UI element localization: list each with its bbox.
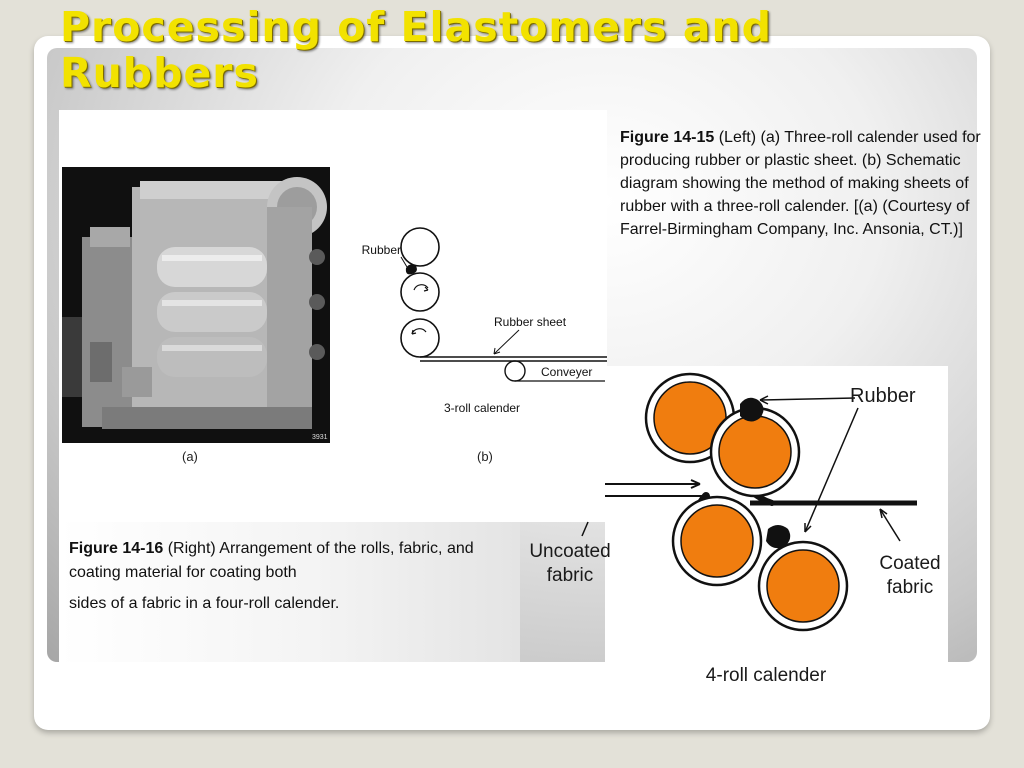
- three-roll-schematic: Rubber Rubber sheet Conveyer 3-roll cale…: [362, 227, 607, 415]
- figure-label-b: (b): [477, 449, 493, 464]
- figure-14-16-ref: Figure 14-16: [69, 540, 164, 557]
- title-line-1: Processing of Elastomers and: [60, 3, 773, 51]
- four-roll-calender-diagram: Rubber Uncoated fabric Coated fabric 4-r…: [520, 366, 948, 696]
- figure-14-15-panel: 3931 (a) (b) Rubber Rubber sheet Conveye…: [59, 110, 607, 522]
- rubber-blob-top: [740, 397, 764, 422]
- coated-line-2: fabric: [886, 577, 934, 598]
- schematic-caption: 3-roll calender: [444, 401, 520, 415]
- four-roll-caption: 4-roll calender: [705, 665, 827, 686]
- figure-label-a: (a): [182, 449, 198, 464]
- uncoated-line-2: fabric: [546, 565, 594, 586]
- schematic-rubber-sheet-label: Rubber sheet: [494, 315, 567, 329]
- figure-14-15-text: (Left) (a) Three-roll calender used for …: [620, 129, 981, 238]
- photo-stamp: 3931: [312, 434, 328, 441]
- figure-14-15-caption: Figure 14-15 (Left) (a) Three-roll calen…: [620, 126, 982, 241]
- figure-14-16-text-cont: sides of a fabric in a four-roll calende…: [69, 595, 340, 612]
- rubber-blob-bottom: [766, 525, 791, 549]
- coated-line-1: Coated: [879, 553, 941, 574]
- schematic-rubber-label: Rubber: [362, 243, 401, 257]
- figure-14-16-text: (Right) Arrangement of the rolls, fabric…: [69, 540, 474, 581]
- figure-14-16-caption: Figure 14-16 (Right) Arrangement of the …: [69, 537, 489, 616]
- uncoated-fabric-label: Uncoated fabric: [520, 540, 620, 588]
- four-roll-drawing: [581, 372, 917, 632]
- title-line-2: Rubbers: [60, 49, 259, 97]
- uncoated-line-1: Uncoated: [529, 541, 611, 562]
- slide-title: Processing of Elastomers and Rubbers: [60, 4, 860, 96]
- roll-4: [766, 549, 840, 623]
- coated-fabric-label: Coated fabric: [870, 552, 950, 600]
- roll-2: [718, 415, 792, 489]
- rubber-label: Rubber: [850, 385, 916, 407]
- three-roll-calender-photo: 3931: [62, 167, 330, 443]
- figure-14-16-caption-panel: [59, 522, 520, 662]
- figure-14-15-ref: Figure 14-15: [620, 129, 715, 146]
- roll-3: [680, 504, 754, 578]
- schematic-conveyer-label: Conveyer: [541, 365, 592, 379]
